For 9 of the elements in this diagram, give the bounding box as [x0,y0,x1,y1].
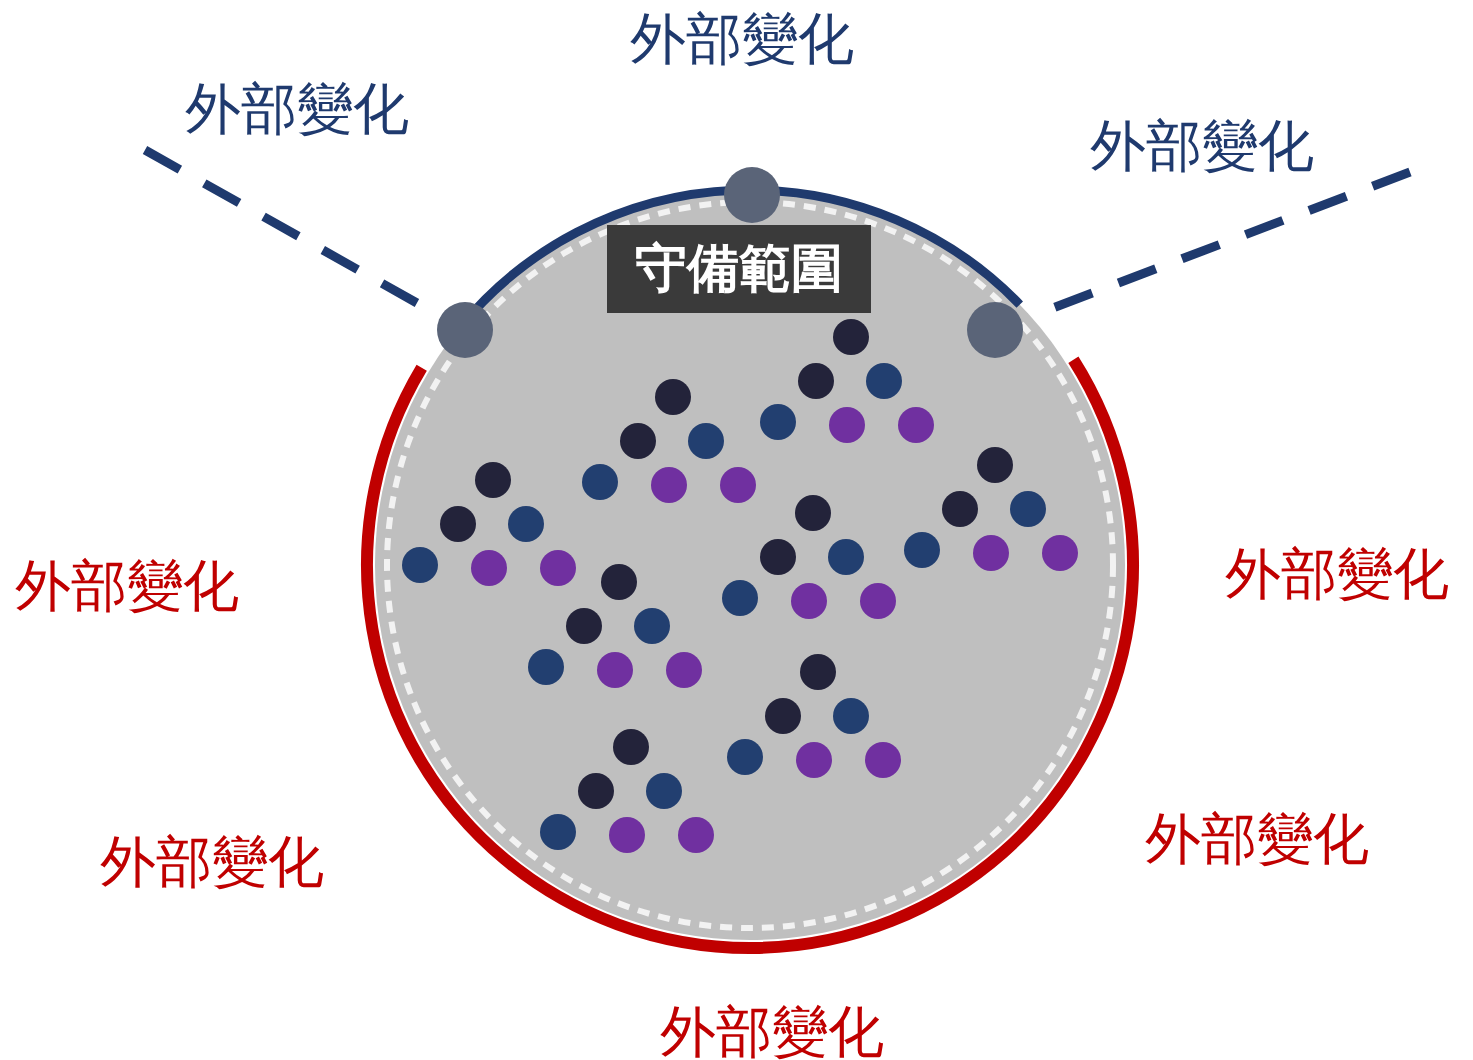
change-label: 外部變化 [660,998,884,1060]
change-label: 外部變化 [1225,540,1449,608]
change-label: 外部變化 [1090,112,1314,180]
range-label: 守備範圍 [607,225,871,313]
change-label: 外部變化 [1145,805,1369,873]
change-label: 外部變化 [15,552,239,620]
change-label: 外部變化 [630,5,854,73]
change-label: 外部變化 [100,828,324,896]
change-label: 外部變化 [185,75,409,143]
